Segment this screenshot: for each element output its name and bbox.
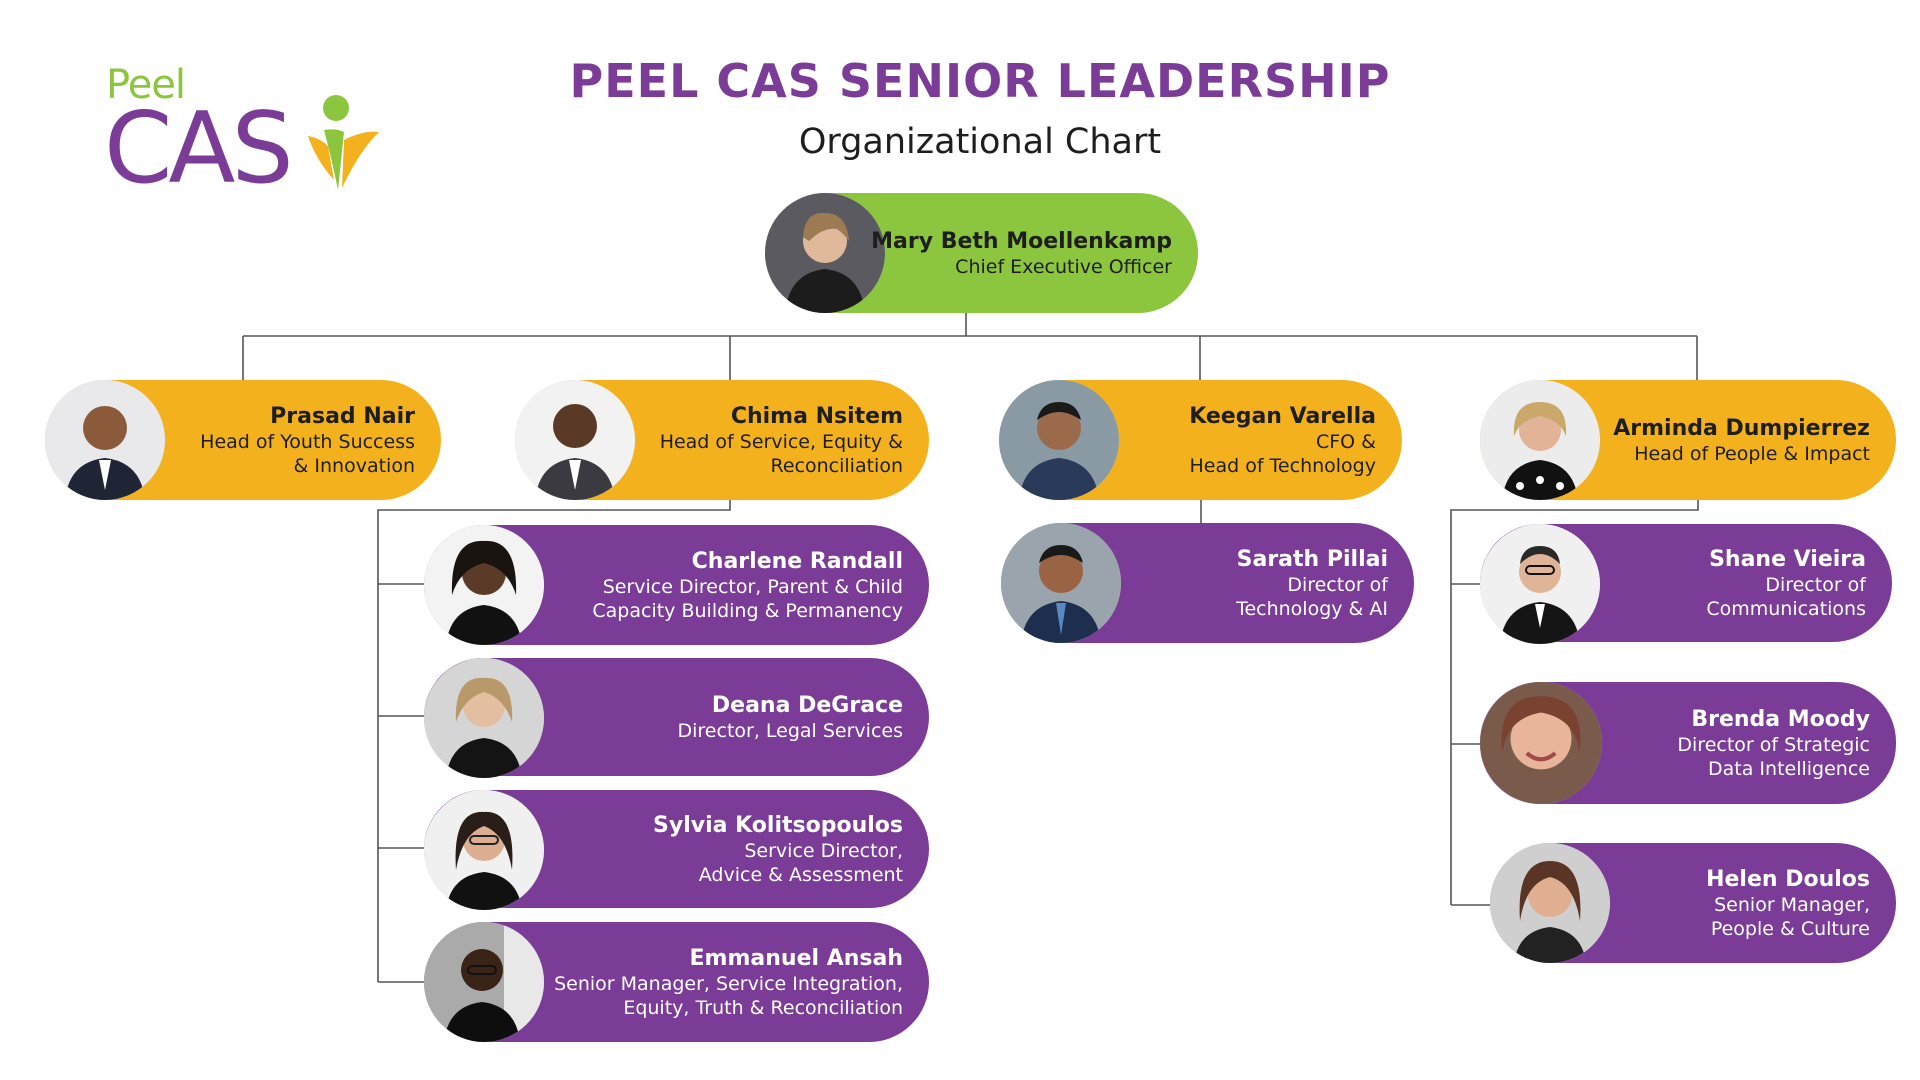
ceo-name: Mary Beth Moellenkamp (871, 228, 1172, 254)
report-text: Charlene Randall Service Director, Paren… (592, 525, 903, 645)
report-role: Director of Technology & AI (1236, 573, 1388, 620)
head-photo (999, 380, 1119, 500)
report-photo (424, 525, 544, 645)
head-card: Chima Nsitem Head of Service, Equity & R… (515, 380, 929, 500)
report-card: Helen Doulos Senior Manager, People & Cu… (1490, 843, 1896, 963)
head-photo (1480, 380, 1600, 500)
head-role: CFO & Head of Technology (1189, 430, 1376, 477)
head-card: Arminda Dumpierrez Head of People & Impa… (1480, 380, 1896, 500)
report-photo (424, 658, 544, 778)
head-name: Arminda Dumpierrez (1613, 415, 1870, 441)
ceo-role: Chief Executive Officer (955, 255, 1172, 278)
report-text: Deana DeGrace Director, Legal Services (678, 658, 904, 776)
head-photo (45, 380, 165, 500)
report-role: Senior Manager, People & Culture (1710, 893, 1870, 940)
head-card: Prasad Nair Head of Youth Success & Inno… (45, 380, 441, 500)
report-photo (1480, 682, 1602, 804)
page-subtitle: Organizational Chart (798, 122, 1162, 162)
report-role: Senior Manager, Service Integration, Equ… (554, 972, 903, 1019)
head-name: Keegan Varella (1189, 403, 1376, 429)
report-card: Sylvia Kolitsopoulos Service Director, A… (424, 790, 929, 910)
report-text: Sylvia Kolitsopoulos Service Director, A… (653, 790, 903, 908)
report-text: Sarath Pillai Director of Technology & A… (1236, 523, 1388, 643)
report-photo (1480, 524, 1600, 644)
head-photo (515, 380, 635, 500)
report-name: Sylvia Kolitsopoulos (653, 812, 903, 838)
head-role: Head of People & Impact (1634, 442, 1870, 465)
ceo-card: Mary Beth Moellenkamp Chief Executive Of… (765, 193, 1198, 313)
head-role: Head of Youth Success & Innovation (200, 430, 415, 477)
report-card: Shane Vieira Director of Communications (1480, 524, 1892, 644)
report-name: Charlene Randall (691, 548, 903, 574)
report-name: Shane Vieira (1709, 546, 1866, 572)
head-card: Keegan Varella CFO & Head of Technology (999, 380, 1402, 500)
report-photo (1001, 523, 1121, 643)
report-role: Service Director, Parent & Child Capacit… (592, 575, 903, 622)
report-card: Deana DeGrace Director, Legal Services (424, 658, 929, 778)
report-role: Director of Communications (1706, 573, 1866, 620)
report-role: Service Director, Advice & Assessment (698, 839, 903, 886)
peel-cas-logo: Peel CAS (104, 62, 384, 202)
head-text: Chima Nsitem Head of Service, Equity & R… (660, 380, 903, 500)
head-role: Head of Service, Equity & Reconciliation (659, 430, 903, 477)
head-text: Arminda Dumpierrez Head of People & Impa… (1613, 380, 1870, 500)
report-card: Charlene Randall Service Director, Paren… (424, 525, 929, 645)
report-name: Helen Doulos (1706, 866, 1870, 892)
report-text: Helen Doulos Senior Manager, People & Cu… (1706, 843, 1870, 963)
report-name: Deana DeGrace (711, 692, 903, 718)
head-text: Prasad Nair Head of Youth Success & Inno… (200, 380, 415, 500)
page-title: PEEL CAS SENIOR LEADERSHIP (569, 54, 1391, 108)
head-name: Chima Nsitem (730, 403, 903, 429)
report-name: Emmanuel Ansah (689, 945, 903, 971)
report-card: Brenda Moody Director of Strategic Data … (1480, 682, 1896, 804)
report-card: Sarath Pillai Director of Technology & A… (1001, 523, 1414, 643)
head-name: Prasad Nair (270, 403, 415, 429)
report-name: Brenda Moody (1691, 706, 1870, 732)
report-role: Director of Strategic Data Intelligence (1677, 733, 1870, 780)
report-card: Emmanuel Ansah Senior Manager, Service I… (424, 922, 929, 1042)
report-role: Director, Legal Services (677, 719, 904, 742)
report-text: Emmanuel Ansah Senior Manager, Service I… (554, 922, 903, 1042)
logo-peel-text: Peel (106, 62, 186, 108)
ceo-photo (765, 193, 885, 313)
report-photo (1490, 843, 1610, 963)
report-text: Shane Vieira Director of Communications (1706, 524, 1866, 642)
head-text: Keegan Varella CFO & Head of Technology (1189, 380, 1376, 500)
report-text: Brenda Moody Director of Strategic Data … (1677, 682, 1870, 804)
logo-cas-text: CAS (104, 92, 294, 206)
ceo-text: Mary Beth Moellenkamp Chief Executive Of… (871, 193, 1172, 313)
report-photo (424, 922, 544, 1042)
report-photo (424, 790, 544, 910)
logo-figure-icon (308, 95, 379, 190)
report-name: Sarath Pillai (1236, 546, 1388, 572)
